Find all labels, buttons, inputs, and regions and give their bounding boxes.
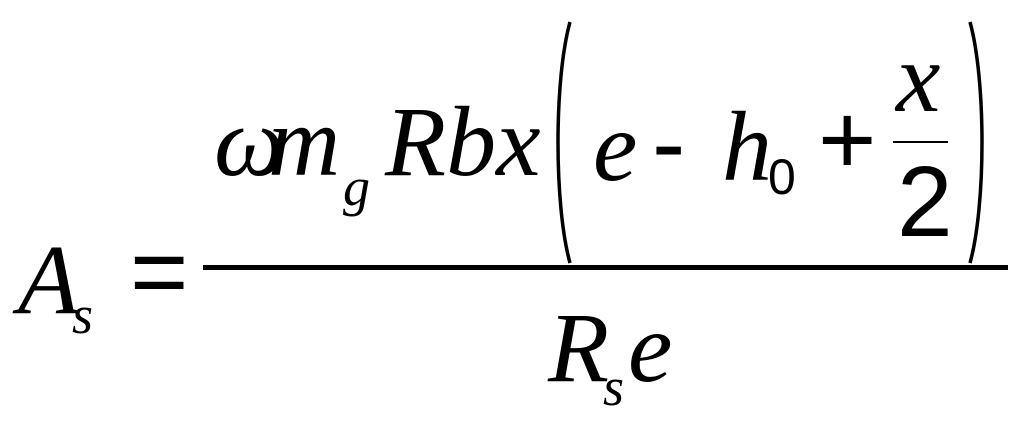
m-subscript: g (343, 157, 370, 217)
inner-fraction-top: x (896, 22, 941, 133)
denominator-e: e (628, 292, 673, 403)
main-fraction-bar (203, 265, 1008, 270)
rbx-term: Rbx (385, 86, 541, 197)
equals-sign: = (130, 216, 189, 328)
h-subscript: 0 (768, 149, 796, 205)
omega-symbol: ω (214, 86, 285, 197)
m-symbol: m (268, 86, 341, 197)
lhs-subscript: s (72, 285, 94, 345)
inner-fraction-bottom: 2 (897, 146, 953, 258)
left-parenthesis (556, 21, 572, 264)
denominator-R-subscript: s (603, 357, 625, 417)
inner-fraction-bar (893, 141, 948, 143)
minus-sign: - (652, 87, 686, 199)
e-symbol: e (593, 91, 638, 202)
plus-sign: + (818, 84, 877, 196)
lhs-symbol: A (18, 224, 80, 335)
right-parenthesis (968, 21, 984, 264)
h-symbol: h (722, 91, 772, 202)
denominator-R: R (548, 292, 610, 403)
